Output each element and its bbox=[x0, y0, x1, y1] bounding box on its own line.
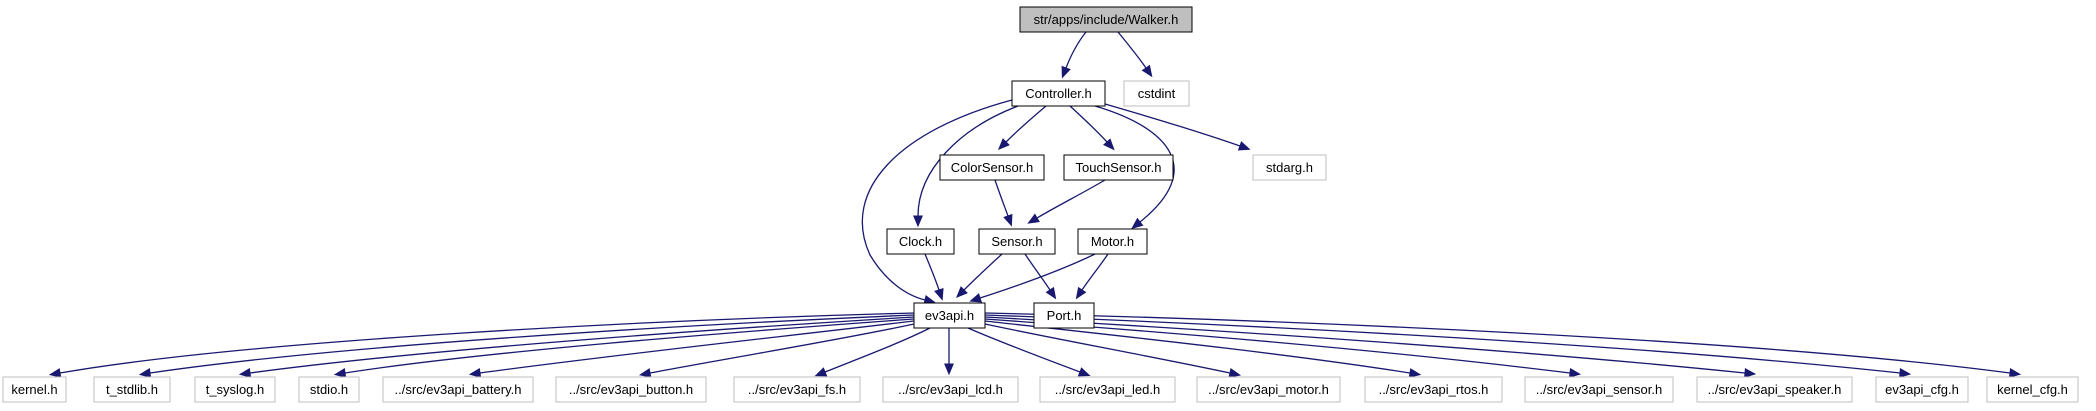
node-ev3api-led: ../src/ev3api_led.h bbox=[1039, 376, 1176, 403]
edge-ev3api-to-ev3api-cfg bbox=[984, 314, 1912, 378]
node-label: Motor.h bbox=[1091, 234, 1134, 249]
edge-ev3api-to-t-syslog bbox=[238, 316, 915, 378]
node-ev3api-rtos: ../src/ev3api_rtos.h bbox=[1364, 376, 1503, 403]
node-label: ../src/ev3api_motor.h bbox=[1208, 382, 1329, 397]
edge-controller-to-motor bbox=[1094, 105, 1175, 230]
node-label: ../src/ev3api_lcd.h bbox=[898, 382, 1003, 397]
node-cstdint: cstdint bbox=[1123, 80, 1190, 107]
node-clock[interactable]: Clock.h bbox=[886, 228, 955, 255]
node-stdarg: stdarg.h bbox=[1252, 154, 1327, 181]
node-label: kernel.h bbox=[11, 382, 57, 397]
node-colorsensor[interactable]: ColorSensor.h bbox=[939, 154, 1045, 181]
node-label: kernel_cfg.h bbox=[1997, 382, 2068, 397]
node-label: Controller.h bbox=[1025, 86, 1091, 101]
node-stdio: stdio.h bbox=[298, 376, 360, 403]
node-ev3api-lcd: ../src/ev3api_lcd.h bbox=[882, 376, 1019, 403]
edge-clock-to-ev3api bbox=[924, 253, 944, 301]
node-walker: str/apps/include/Walker.h bbox=[1019, 6, 1193, 33]
node-ev3api-speaker: ../src/ev3api_speaker.h bbox=[1696, 376, 1853, 403]
node-touchsensor[interactable]: TouchSensor.h bbox=[1063, 154, 1174, 181]
node-label: ../src/ev3api_rtos.h bbox=[1379, 382, 1489, 397]
node-ev3api-sensor: ../src/ev3api_sensor.h bbox=[1524, 376, 1674, 403]
node-t-stdlib: t_stdlib.h bbox=[93, 376, 171, 403]
node-label: Sensor.h bbox=[991, 234, 1042, 249]
edge-motor-to-ev3api bbox=[969, 253, 1096, 303]
node-label: ../src/ev3api_led.h bbox=[1055, 382, 1161, 397]
edge-ev3api-to-stdio bbox=[333, 318, 915, 378]
node-ev3api-button: ../src/ev3api_button.h bbox=[555, 376, 707, 403]
edge-controller-to-colorsensor bbox=[997, 105, 1047, 151]
node-ev3api-battery: ../src/ev3api_battery.h bbox=[382, 376, 534, 403]
node-label: Port.h bbox=[1047, 308, 1082, 323]
node-label: stdarg.h bbox=[1266, 160, 1313, 175]
edge-ev3api-to-battery bbox=[468, 320, 915, 378]
node-label: ../src/ev3api_button.h bbox=[569, 382, 693, 397]
edge-motor-to-port bbox=[1075, 253, 1109, 300]
node-ev3api[interactable]: ev3api.h bbox=[913, 302, 986, 329]
node-label: stdio.h bbox=[310, 382, 348, 397]
node-label: ../src/ev3api_fs.h bbox=[748, 382, 846, 397]
node-label: Clock.h bbox=[899, 234, 942, 249]
node-motor[interactable]: Motor.h bbox=[1077, 228, 1148, 255]
node-sensor[interactable]: Sensor.h bbox=[978, 228, 1056, 255]
node-layer: str/apps/include/Walker.h Controller.h c… bbox=[2, 6, 2079, 403]
node-ev3api-fs: ../src/ev3api_fs.h bbox=[733, 376, 861, 403]
edge-colorsensor-to-sensor bbox=[994, 179, 1013, 227]
node-label: ../src/ev3api_battery.h bbox=[395, 382, 522, 397]
node-port[interactable]: Port.h bbox=[1033, 302, 1095, 329]
node-label: ColorSensor.h bbox=[951, 160, 1033, 175]
node-t-syslog: t_syslog.h bbox=[194, 376, 276, 403]
node-label: t_stdlib.h bbox=[106, 382, 158, 397]
node-label: ../src/ev3api_sensor.h bbox=[1536, 382, 1662, 397]
edge-controller-to-stdarg bbox=[1104, 103, 1251, 151]
node-ev3api-motor: ../src/ev3api_motor.h bbox=[1196, 376, 1341, 403]
edge-ev3api-to-lcd bbox=[944, 328, 954, 376]
edge-ev3api-to-led bbox=[967, 327, 1091, 377]
edge-walker-to-cstdint bbox=[1117, 31, 1153, 78]
node-label: TouchSensor.h bbox=[1075, 160, 1161, 175]
edge-controller-to-ev3api bbox=[861, 99, 1013, 305]
edge-sensor-to-ev3api bbox=[955, 253, 1003, 299]
edge-walker-to-controller bbox=[1061, 31, 1087, 79]
edge-ev3api-to-fs bbox=[814, 327, 931, 377]
edge-touchsensor-to-sensor bbox=[1027, 179, 1106, 224]
node-label: cstdint bbox=[1138, 86, 1176, 101]
edge-controller-to-touchsensor bbox=[1069, 105, 1115, 151]
node-kernel-cfg: kernel_cfg.h bbox=[1986, 376, 2079, 403]
node-label: ev3api.h bbox=[925, 308, 974, 323]
node-label: t_syslog.h bbox=[206, 382, 265, 397]
node-label: ev3api_cfg.h bbox=[1885, 382, 1959, 397]
edge-ev3api-to-button bbox=[638, 323, 915, 378]
edge-ev3api-to-kernel bbox=[48, 312, 915, 378]
edge-sensor-to-port bbox=[1024, 253, 1057, 300]
edge-ev3api-to-kernel-cfg bbox=[984, 312, 2022, 378]
edge-layer bbox=[48, 31, 2022, 378]
node-controller[interactable]: Controller.h bbox=[1011, 80, 1106, 107]
edge-controller-to-clock bbox=[913, 105, 1019, 228]
node-ev3api-cfg: ev3api_cfg.h bbox=[1875, 376, 1969, 403]
edge-ev3api-to-motor-src bbox=[984, 323, 1242, 378]
edge-ev3api-to-t-stdlib bbox=[138, 314, 915, 378]
node-label: str/apps/include/Walker.h bbox=[1034, 12, 1179, 27]
node-kernel: kernel.h bbox=[2, 376, 67, 403]
node-label: ../src/ev3api_speaker.h bbox=[1708, 382, 1842, 397]
